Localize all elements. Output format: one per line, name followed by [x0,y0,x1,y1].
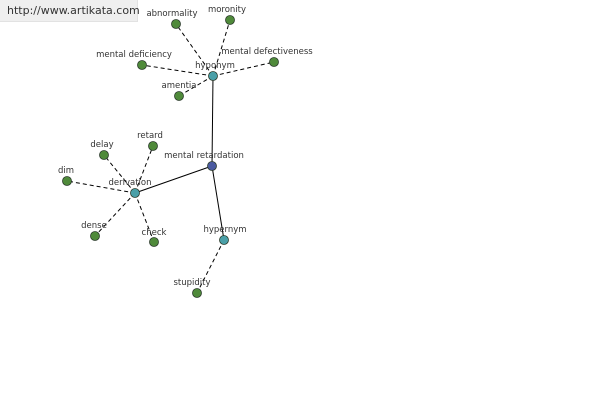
edge-derivation-check [134,192,155,243]
node-label-moronity[interactable]: moronity [208,5,246,15]
node-label-dim[interactable]: dim [58,166,74,176]
node-label-hyponym[interactable]: hyponym [195,61,235,71]
node-label-check[interactable]: check [142,228,167,238]
node-hypernym[interactable] [219,235,229,245]
node-stupidity[interactable] [192,288,202,298]
edge-hyponym-moronity [212,19,231,77]
node-label-dense[interactable]: dense [81,221,107,231]
node-label-derivation[interactable]: derivation [108,178,151,188]
watermark-url[interactable]: http://www.artikata.com [7,4,140,17]
node-abnormality[interactable] [171,19,181,29]
edge-mental-retardation-hypernym [211,165,225,241]
edge-layer [66,19,275,294]
edge-derivation-dense [94,192,136,237]
node-amentia[interactable] [174,91,184,101]
node-label-delay[interactable]: delay [90,140,113,150]
edge-derivation-delay [103,154,136,194]
edge-mental-retardation-derivation [134,165,213,194]
node-mental-defectiveness[interactable] [269,57,279,67]
node-label-hypernym[interactable]: hypernym [203,225,246,235]
node-dense[interactable] [90,231,100,241]
edge-hyponym-mental-defectiveness [212,61,275,77]
node-dim[interactable] [62,176,72,186]
node-layer [62,15,279,298]
node-mental-retardation[interactable] [207,161,217,171]
node-label-mental-defectiveness[interactable]: mental defectiveness [221,47,313,57]
node-check[interactable] [149,237,159,247]
node-label-abnormality[interactable]: abnormality [146,9,197,19]
edge-mental-retardation-hyponym [211,75,214,167]
label-layer: mental retardation hyponym abnormality moro… [58,5,313,288]
node-label-stupidity[interactable]: stupidity [173,278,210,288]
node-derivation[interactable] [130,188,140,198]
edge-hypernym-stupidity [196,239,225,294]
node-label-retard[interactable]: retard [137,131,163,141]
edge-hyponym-mental-deficiency [141,64,214,77]
edge-derivation-retard [134,145,154,194]
edge-derivation-dim [66,180,136,194]
node-label-mental-retardation[interactable]: mental retardation [164,151,244,161]
node-label-amentia[interactable]: amentia [161,81,196,91]
node-moronity[interactable] [225,15,235,25]
edge-hyponym-abnormality [175,23,214,77]
watermark-banner: http://www.artikata.com [0,0,140,22]
node-mental-deficiency[interactable] [137,60,147,70]
node-hyponym[interactable] [208,71,218,81]
node-delay[interactable] [99,150,109,160]
node-label-mental-deficiency[interactable]: mental deficiency [96,50,172,60]
node-retard[interactable] [148,141,158,151]
